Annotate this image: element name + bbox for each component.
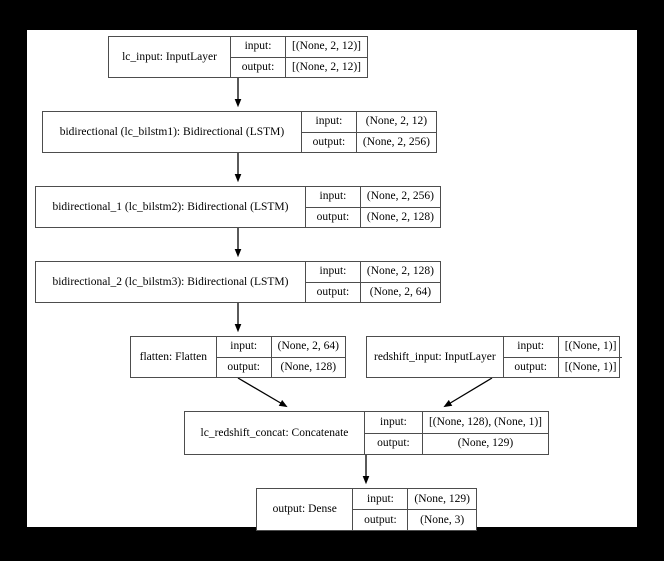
- node-bidirectional-1[interactable]: bidirectional_1 (lc_bilstm2): Bidirectio…: [35, 186, 441, 228]
- input-label: input:: [302, 112, 357, 132]
- node-bidirectional-2-input-shape: (None, 2, 128): [366, 265, 434, 278]
- node-redshift-input-label: redshift_input: InputLayer: [367, 337, 504, 377]
- node-lc-redshift-concat-input-row: input: [(None, 128), (None, 1)]: [364, 412, 548, 434]
- node-flatten-output-shape: (None, 128): [280, 360, 337, 373]
- node-bidirectional-1-input-row: input: (None, 2, 256): [305, 187, 440, 208]
- node-redshift-input-input-row: input: [(None, 1)]: [503, 337, 623, 358]
- node-bidirectional-io: input: (None, 2, 12) output: (None, 2, 2…: [301, 112, 436, 152]
- input-label: input:: [306, 262, 361, 282]
- node-flatten-input-row: input: (None, 2, 64): [216, 337, 345, 358]
- node-lc-input-output-row: output: [(None, 2, 12)]: [231, 57, 367, 77]
- node-lc-redshift-concat-io: input: [(None, 128), (None, 1)] output: …: [364, 412, 548, 454]
- node-flatten-io: input: (None, 2, 64) output: (None, 128): [216, 337, 345, 377]
- node-bidirectional-1-output-shape: (None, 2, 128): [366, 210, 434, 223]
- output-label: output:: [353, 510, 409, 530]
- node-redshift-input-io: input: [(None, 1)] output: [(None, 1)]: [503, 337, 623, 377]
- node-output-dense-input-shape: (None, 129): [414, 492, 470, 505]
- node-redshift-input-input-shape: [(None, 1)]: [564, 340, 617, 353]
- diagram-canvas: lc_input: InputLayer input: [(None, 2, 1…: [27, 30, 637, 531]
- node-lc-input-label: lc_input: InputLayer: [109, 37, 232, 77]
- node-bidirectional[interactable]: bidirectional (lc_bilstm1): Bidirectiona…: [42, 111, 437, 153]
- node-output-dense[interactable]: output: Dense input: (None, 129) output:…: [256, 488, 477, 531]
- node-lc-input-input-row: input: [(None, 2, 12)]: [231, 37, 367, 58]
- output-label: output:: [306, 282, 361, 302]
- node-lc-input[interactable]: lc_input: InputLayer input: [(None, 2, 1…: [108, 36, 368, 78]
- node-bidirectional-2[interactable]: bidirectional_2 (lc_bilstm3): Bidirectio…: [35, 261, 441, 303]
- node-redshift-input-output-row: output: [(None, 1)]: [504, 357, 623, 377]
- node-bidirectional-2-io: input: (None, 2, 128) output: (None, 2, …: [305, 262, 440, 302]
- node-lc-input-output-shape: [(None, 2, 12)]: [292, 60, 361, 73]
- node-bidirectional-input-row: input: (None, 2, 12): [301, 112, 436, 133]
- node-output-dense-output-shape: (None, 3): [420, 513, 465, 526]
- edge-redshift_input-concat: [443, 377, 493, 408]
- node-flatten-label: flatten: Flatten: [131, 337, 217, 377]
- node-output-dense-io: input: (None, 129) output: (None, 3): [353, 489, 476, 530]
- node-output-dense-input-row: input: (None, 129): [353, 489, 476, 510]
- input-label: input:: [306, 187, 361, 207]
- node-bidirectional-1-output-row: output: (None, 2, 128): [306, 207, 440, 227]
- node-redshift-input-output-shape: [(None, 1)]: [564, 360, 617, 373]
- node-bidirectional-output-shape: (None, 2, 256): [362, 135, 430, 148]
- node-bidirectional-input-shape: (None, 2, 12): [365, 115, 428, 128]
- node-bidirectional-output-row: output: (None, 2, 256): [302, 132, 436, 152]
- node-bidirectional-2-label: bidirectional_2 (lc_bilstm3): Bidirectio…: [36, 262, 306, 302]
- input-label: input:: [217, 337, 272, 357]
- node-output-dense-output-row: output: (None, 3): [353, 510, 476, 530]
- node-lc-redshift-concat[interactable]: lc_redshift_concat: Concatenate input: […: [184, 411, 549, 455]
- node-lc-input-io: input: [(None, 2, 12)] output: [(None, 2…: [231, 37, 367, 77]
- output-label: output:: [217, 357, 272, 377]
- output-label: output:: [365, 433, 423, 454]
- output-label: output:: [306, 207, 361, 227]
- node-bidirectional-2-input-row: input: (None, 2, 128): [305, 262, 440, 283]
- output-label: output:: [302, 132, 357, 152]
- input-label: input:: [365, 412, 423, 433]
- node-bidirectional-1-io: input: (None, 2, 256) output: (None, 2, …: [305, 187, 440, 227]
- node-bidirectional-2-output-row: output: (None, 2, 64): [306, 282, 440, 302]
- node-output-dense-label: output: Dense: [257, 489, 354, 530]
- node-flatten-output-row: output: (None, 128): [217, 357, 345, 377]
- node-bidirectional-1-input-shape: (None, 2, 256): [366, 190, 434, 203]
- input-label: input:: [504, 337, 559, 357]
- node-bidirectional-label: bidirectional (lc_bilstm1): Bidirectiona…: [43, 112, 302, 152]
- node-bidirectional-2-output-shape: (None, 2, 64): [369, 285, 432, 298]
- node-lc-redshift-concat-output-shape: (None, 129): [457, 437, 514, 450]
- output-label: output:: [504, 357, 559, 377]
- node-lc-redshift-concat-input-shape: [(None, 128), (None, 1)]: [428, 415, 542, 428]
- output-label: output:: [231, 57, 287, 77]
- node-lc-input-input-shape: [(None, 2, 12)]: [292, 40, 361, 53]
- input-label: input:: [231, 37, 287, 57]
- input-label: input:: [353, 489, 409, 509]
- node-redshift-input[interactable]: redshift_input: InputLayer input: [(None…: [366, 336, 623, 378]
- node-bidirectional-1-label: bidirectional_1 (lc_bilstm2): Bidirectio…: [36, 187, 306, 227]
- node-lc-redshift-concat-output-row: output: (None, 129): [365, 433, 548, 454]
- node-lc-redshift-concat-label: lc_redshift_concat: Concatenate: [185, 412, 365, 454]
- node-flatten-input-shape: (None, 2, 64): [277, 340, 339, 353]
- node-flatten[interactable]: flatten: Flatten input: (None, 2, 64) ou…: [130, 336, 346, 378]
- edge-flatten-concat: [237, 377, 288, 408]
